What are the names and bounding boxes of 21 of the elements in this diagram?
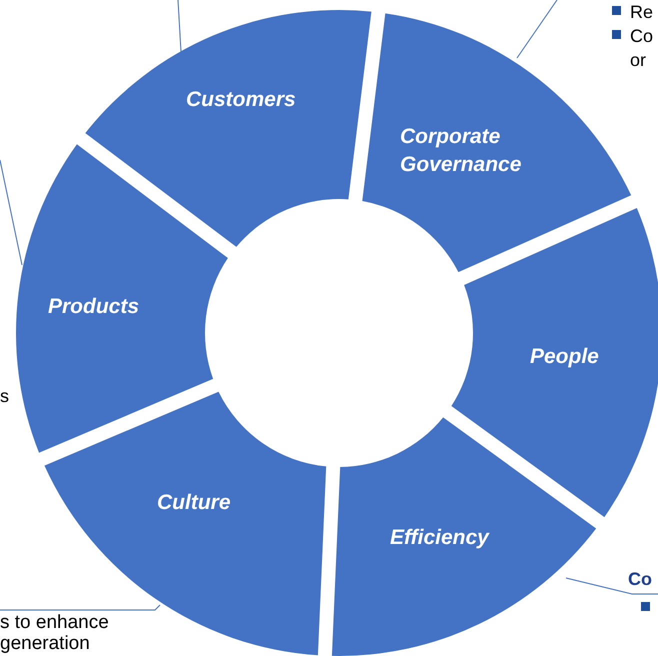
segment-label: People	[530, 344, 599, 370]
donut-segment	[332, 417, 596, 656]
bullet-text: s	[0, 385, 10, 408]
segment-label: Customers	[186, 87, 296, 113]
leader-line	[566, 578, 658, 594]
section-heading: Co	[628, 568, 658, 590]
leader-line	[178, 0, 182, 52]
donut-segment	[16, 144, 228, 453]
bullet-text: Re	[630, 1, 654, 24]
leader-line	[516, 0, 558, 58]
segment-label: Efficiency	[390, 525, 489, 551]
donut-segment	[362, 13, 632, 272]
description-text: s to enhance generation	[0, 612, 150, 654]
segment-label: Products	[48, 294, 140, 320]
segment-label: Corporate Governance	[400, 124, 522, 178]
segment-label: Culture	[157, 490, 230, 516]
donut-segment	[451, 208, 658, 518]
leader-line	[0, 604, 160, 610]
leader-line	[0, 160, 22, 266]
donut-segment	[85, 10, 372, 247]
bullet-text: Co or	[630, 25, 654, 72]
